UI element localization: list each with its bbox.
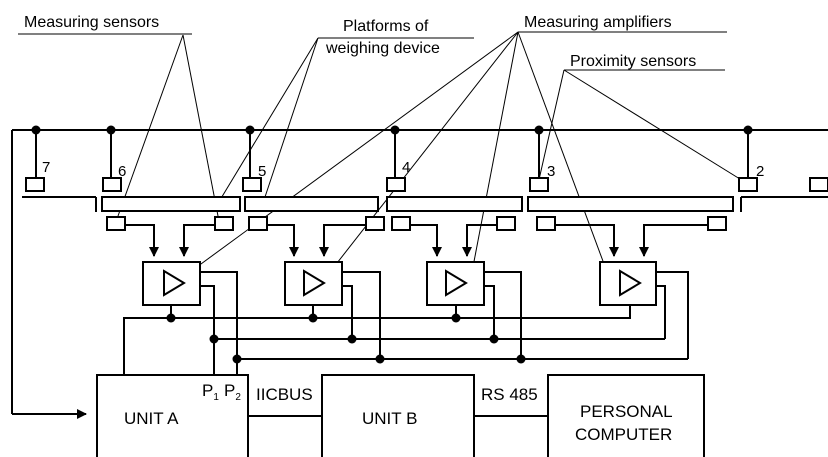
platform-3 [386, 196, 523, 212]
unit-a-label: UNIT A [124, 409, 179, 428]
pc-label-line2: COMPUTER [575, 425, 672, 444]
proximity-sensor-2 [738, 177, 758, 192]
label-platforms-line1: Platforms of [343, 18, 429, 35]
measuring-sensor [365, 216, 385, 231]
amplifier-triangle-icon [303, 269, 326, 297]
amplifier-triangle-icon [163, 269, 186, 297]
iicbus-label: IICBUS [256, 385, 313, 404]
sensor-number-6: 6 [118, 163, 126, 180]
amplifier-2 [284, 261, 343, 306]
port-p2: P2 [224, 381, 241, 403]
top-bus [11, 125, 828, 419]
proximity-sensor-7 [25, 177, 45, 192]
measuring-sensor [214, 216, 234, 231]
port-p1: P1 [202, 381, 219, 403]
proximity-sensor-4 [386, 177, 406, 192]
sensor-number-7: 7 [42, 159, 50, 176]
sensor-number-5: 5 [258, 163, 266, 180]
proximity-sensor-3 [529, 177, 549, 192]
amplifier-4 [599, 261, 657, 306]
measuring-sensor [707, 216, 727, 231]
amplifier-1 [142, 261, 201, 306]
platform-4 [527, 196, 734, 212]
leader-lines [117, 31, 749, 273]
measuring-sensor [536, 216, 556, 231]
rs485-label: RS 485 [481, 385, 538, 404]
measuring-sensor [391, 216, 411, 231]
proximity-sensor-edge [809, 177, 828, 192]
measuring-sensor [496, 216, 516, 231]
proximity-sensor-5 [242, 177, 262, 192]
sensor-wiring [125, 224, 708, 257]
platform-2 [244, 196, 379, 212]
measuring-sensor [248, 216, 268, 231]
sensor-number-3: 3 [547, 163, 555, 180]
label-platforms-line2: weighing device [325, 40, 440, 57]
amplifier-buses [123, 271, 689, 375]
sensor-number-4: 4 [402, 159, 410, 176]
label-proximity-sensors: Proximity sensors [570, 53, 696, 70]
amplifier-triangle-icon [619, 269, 642, 297]
label-measuring-sensors: Measuring sensors [24, 14, 159, 31]
measuring-sensor [106, 216, 126, 231]
label-measuring-amplifiers: Measuring amplifiers [524, 14, 672, 31]
amplifier-3 [426, 261, 485, 306]
unit-b-label: UNIT B [362, 409, 417, 428]
pc-label-line1: PERSONAL [580, 402, 673, 421]
platform-1 [101, 196, 241, 212]
sensor-number-2: 2 [756, 163, 764, 180]
proximity-sensor-6 [102, 177, 122, 192]
platforms [22, 196, 828, 212]
amplifier-triangle-icon [445, 269, 468, 297]
proximity-sensors [25, 177, 828, 192]
measuring-sensors [106, 216, 727, 231]
